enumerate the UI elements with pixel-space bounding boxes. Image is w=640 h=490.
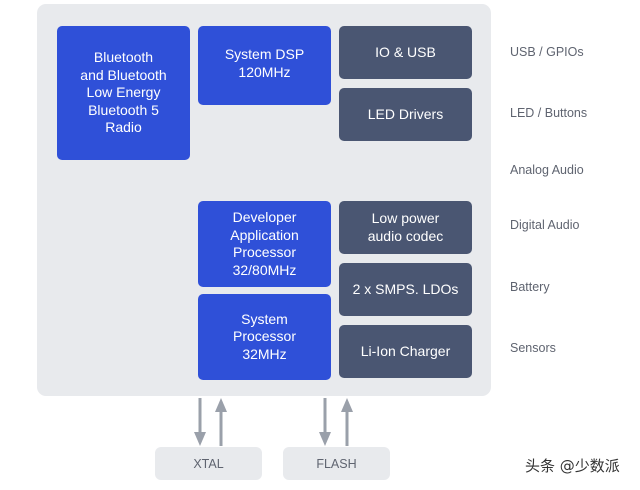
external-label-battery: Battery xyxy=(510,280,550,294)
system-dsp-block: System DSP 120MHz xyxy=(198,26,331,105)
xtal-down-arrow xyxy=(194,398,206,446)
led-drivers-label: LED Drivers xyxy=(367,105,444,122)
developer-application-processor-label: Developer Application Processor 32/80MHz xyxy=(230,209,299,278)
external-label-sensors: Sensors xyxy=(510,341,556,355)
watermark: 头条 @少数派 xyxy=(525,457,620,475)
external-label-digital-audio: Digital Audio xyxy=(510,218,580,232)
led-drivers-block: LED Drivers xyxy=(339,88,472,141)
developer-application-processor-block: Developer Application Processor 32/80MHz xyxy=(198,201,331,287)
xtal-up-arrow xyxy=(215,398,227,446)
xtal-block: XTAL xyxy=(155,447,262,480)
io-usb-label: IO & USB xyxy=(375,43,436,60)
external-label-analog-audio: Analog Audio xyxy=(510,163,584,177)
audio-codec-block: Low power audio codec xyxy=(339,201,472,254)
bluetooth-radio-block: Bluetooth and Bluetooth Low Energy Bluet… xyxy=(57,26,190,160)
xtal-label: XTAL xyxy=(193,456,224,471)
system-processor-label: System Processor 32MHz xyxy=(232,310,297,362)
flash-up-arrow xyxy=(341,398,353,446)
flash-block: FLASH xyxy=(283,447,390,480)
li-ion-charger-block: Li-Ion Charger xyxy=(339,325,472,378)
system-dsp-label: System DSP 120MHz xyxy=(224,46,305,80)
io-usb-block: IO & USB xyxy=(339,26,472,79)
smps-ldos-block: 2 x SMPS. LDOs xyxy=(339,263,472,316)
system-processor-block: System Processor 32MHz xyxy=(198,294,331,380)
li-ion-charger-label: Li-Ion Charger xyxy=(360,342,451,359)
audio-codec-label: Low power audio codec xyxy=(367,210,444,244)
flash-label: FLASH xyxy=(316,456,357,471)
external-label-usb-gpios: USB / GPIOs xyxy=(510,45,584,59)
smps-ldos-label: 2 x SMPS. LDOs xyxy=(352,280,459,297)
external-label-led-buttons: LED / Buttons xyxy=(510,106,588,120)
bluetooth-radio-label: Bluetooth and Bluetooth Low Energy Bluet… xyxy=(80,49,167,136)
flash-down-arrow xyxy=(319,398,331,446)
